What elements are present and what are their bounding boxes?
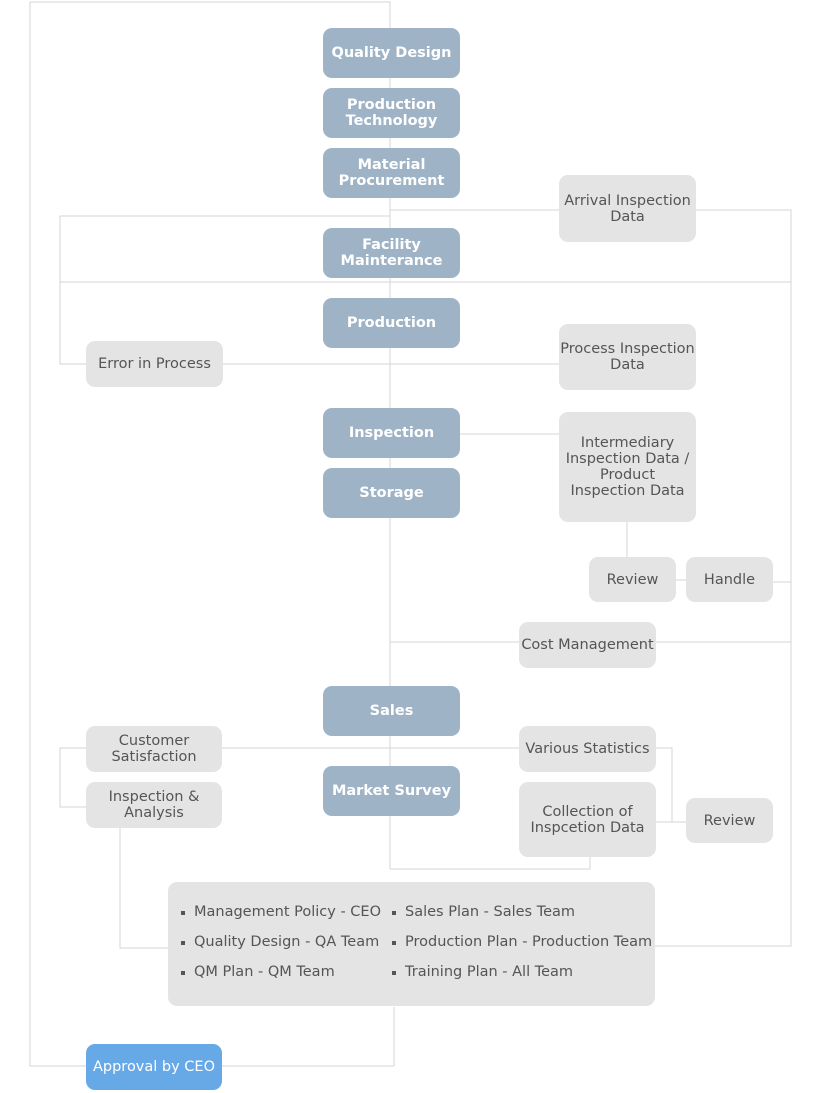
bullet-icon [181,911,185,915]
step-label: Facility Mainterance [340,237,443,269]
review-box-upper: Review [589,557,676,602]
review-box-lower: Review [686,798,773,843]
bullet-icon [392,911,396,915]
cost-management: Cost Management [519,622,656,668]
facility-loop-line [59,215,791,283]
item-label: Inspection & Analysis [108,789,200,821]
approval-label: Approval by CEO [92,1059,216,1075]
error-loop-line [59,282,86,365]
item-label: Collection of Inspcetion Data [530,803,645,836]
collection-return-line [390,856,591,870]
item-label: Arrival Inspection Data [564,192,691,225]
stats-review-bracket [655,747,686,823]
step-facility-maintenance: Facility Mainterance [323,228,460,278]
step-label: Sales [369,703,414,719]
item-label: Customer Satisfaction [111,733,197,765]
bullet-icon [392,971,396,975]
step-material-procurement: Material Procurement [323,148,460,198]
right-border-line [655,209,792,947]
customer-satisfaction: Customer Satisfaction [86,726,222,772]
bullet-icon [181,941,185,945]
approval-by-ceo: Approval by CEO [86,1044,222,1090]
item-label: Various Statistics [525,741,650,757]
item-label: Error in Process [98,356,211,372]
item-label: Process Inspection Data [560,341,695,373]
collection-of-inspection-data: Collection of Inspcetion Data [519,782,656,857]
step-quality-design: Quality Design [323,28,460,78]
step-label: Market Survey [331,783,452,799]
plan-item: Management Policy - CEO [194,904,381,920]
left-feedback-bracket [59,747,86,808]
step-label: Production Technology [345,97,438,129]
step-production-technology: Production Technology [323,88,460,138]
step-label: Quality Design [331,45,452,61]
item-label: Review [606,571,659,588]
plan-item: Production Plan - Production Team [405,934,653,950]
step-label: Production [346,315,437,331]
various-statistics: Various Statistics [519,726,656,772]
process-inspection-data: Process Inspection Data [559,324,696,390]
bullet-icon [392,941,396,945]
item-label: Review [703,812,756,829]
item-label: Handle [703,571,756,588]
step-label: Storage [359,485,424,501]
plans-box: Management Policy - CEO Quality Design -… [168,882,655,1006]
plan-item: Training Plan - All Team [405,964,574,980]
intermediary-product-inspection-data: Intermediary Inspection Data / Product I… [559,412,696,522]
analysis-plans-line [119,827,168,949]
bullet-icon [181,971,185,975]
step-label: Inspection [348,425,435,441]
step-inspection: Inspection [323,408,460,458]
plan-item: Sales Plan - Sales Team [405,904,576,920]
step-production: Production [323,298,460,348]
inspection-analysis: Inspection & Analysis [86,782,222,828]
item-label: Cost Management [521,637,654,653]
arrival-inspection-data: Arrival Inspection Data [559,175,696,242]
plan-item: Quality Design - QA Team [194,934,380,950]
step-market-survey: Market Survey [323,766,460,816]
step-storage: Storage [323,468,460,518]
error-in-process: Error in Process [86,341,223,387]
item-label: Intermediary Inspection Data / Product I… [565,435,690,499]
step-sales: Sales [323,686,460,736]
handle-box: Handle [686,557,773,602]
plan-item: QM Plan - QM Team [194,964,335,980]
step-label: Material Procurement [338,157,445,189]
